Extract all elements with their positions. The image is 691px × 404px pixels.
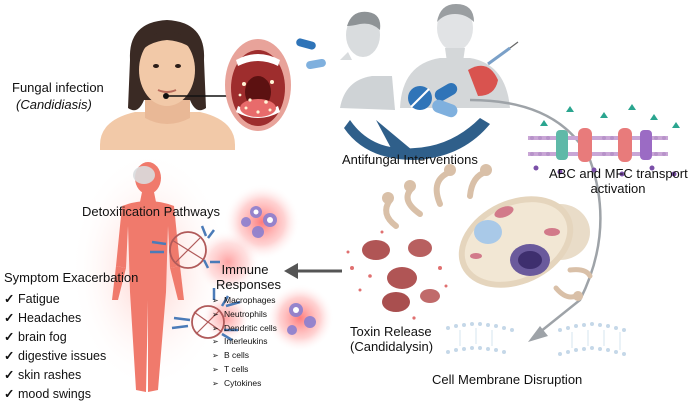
fungal-infection-label: Fungal infection [12,80,104,95]
arrow-bullet-icon: ➢ [212,337,219,347]
immune-cell-item: ➢Neutrophils [212,308,277,322]
transport-activation-label: ABC and MFC transport activation [549,166,688,196]
antifungal-interventions-label: Antifungal Interventions [342,152,478,167]
symptom-item: ✓skin rashes [4,366,106,385]
open-mouth-illustration [225,39,291,131]
membrane-transporters-illustration [528,104,680,177]
symptom-item: ✓Headaches [4,309,106,328]
immune-cell-item: ➢B cells [212,349,277,363]
immune-cells-illustration [150,206,316,342]
symptom-list: ✓Fatigue ✓Headaches ✓brain fog ✓digestiv… [4,290,106,404]
symptom-item: ✓brain fog [4,328,106,347]
immune-cell-list: ➢Macrophages ➢Neutrophils ➢Dendritic cel… [212,294,277,391]
immune-cell-item: ➢Macrophages [212,294,277,308]
transport-label-line2: activation [590,181,646,196]
toxin-label-line1: Toxin Release [350,324,432,339]
immune-cell-item: ➢T cells [212,363,277,377]
syringe-icon [487,41,519,66]
check-icon: ✓ [4,292,15,306]
toxin-label-line2: (Candidalysin) [350,339,434,354]
immune-title-line2: Responses [216,277,282,292]
transport-label-line1: ABC and MFC transport [549,166,688,181]
symptom-exacerbation-title: Symptom Exacerbation [4,270,139,285]
check-icon: ✓ [4,330,15,344]
symptom-item: ✓Fatigue [4,290,106,309]
yeast-cell-illustration [382,164,593,301]
hand-icon [344,83,490,160]
pill-icon [296,38,326,70]
arrow-bullet-icon: ➢ [212,378,219,388]
symptom-item: ✓mood swings [4,385,106,404]
disrupted-membrane-illustration [446,322,626,356]
immune-cell-item: ➢Cytokines [212,377,277,391]
cell-membrane-disruption-label: Cell Membrane Disruption [432,372,583,387]
pill-icon [408,83,458,118]
immune-cell-item: ➢Interleukins [212,335,277,349]
check-icon: ✓ [4,349,15,363]
immune-responses-title: Immune Responses [216,262,282,292]
toxin-release-illustration [346,230,448,320]
symptom-item: ✓digestive issues [4,347,106,366]
check-icon: ✓ [4,368,15,382]
candidiasis-label: (Candidiasis) [16,97,92,112]
check-icon: ✓ [4,311,15,325]
patient-man-pill-illustration [340,11,395,110]
immune-title-line1: Immune [221,262,269,277]
toxin-release-label: Toxin Release (Candidalysin) [350,324,434,354]
arrow-bullet-icon: ➢ [212,296,219,305]
arrow-bullet-icon: ➢ [212,351,219,361]
patient-woman-illustration [100,20,235,150]
human-body-illustration [112,162,184,392]
arrow-bullet-icon: ➢ [212,364,219,374]
arrow-bullet-icon: ➢ [212,323,219,333]
arrow-bullet-icon: ➢ [212,309,219,319]
detoxification-pathways-label: Detoxification Pathways [82,204,221,219]
arrow-right-icon [284,263,342,279]
check-icon: ✓ [4,387,15,401]
immune-cell-item: ➢Dendritic cells [212,322,277,336]
arrow-head-icon [528,326,548,342]
